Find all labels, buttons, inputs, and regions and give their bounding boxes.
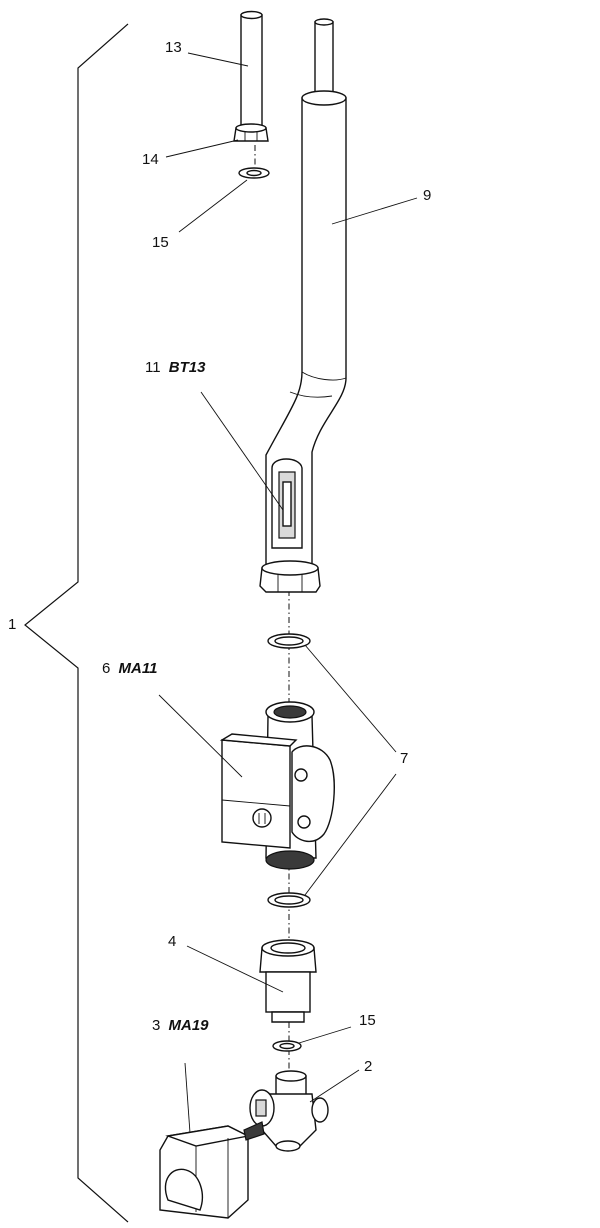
callout-2: 2 bbox=[364, 1058, 372, 1075]
sensor-part bbox=[271, 458, 303, 549]
pump-part bbox=[219, 701, 335, 870]
actuator-code: MA19 bbox=[169, 1017, 210, 1034]
callout-6: 6 MA11 bbox=[102, 660, 157, 677]
leader-line-4 bbox=[186, 945, 284, 993]
pump-number: 6 bbox=[102, 660, 110, 677]
gasket-upper-part bbox=[267, 633, 311, 649]
callout-9: 9 bbox=[423, 187, 431, 204]
leader-line-11 bbox=[200, 391, 284, 511]
leader-line-2 bbox=[309, 1069, 360, 1103]
inner-pipe-part bbox=[240, 10, 263, 128]
leader-line-9 bbox=[331, 197, 418, 225]
gasket-lower-part bbox=[267, 892, 311, 908]
sensor-code: BT13 bbox=[169, 359, 206, 376]
leader-line-6 bbox=[158, 694, 243, 778]
callout-1: 1 bbox=[8, 616, 16, 633]
leader-line-15-bottom bbox=[298, 1026, 352, 1044]
leader-line-15-top bbox=[178, 179, 248, 233]
washer-top-part bbox=[238, 167, 270, 179]
check-valve-part bbox=[259, 939, 317, 1023]
washer-bottom-part bbox=[272, 1040, 302, 1052]
pipe-union-nut bbox=[259, 560, 321, 593]
nut-part bbox=[233, 123, 269, 142]
leader-line-14 bbox=[165, 139, 239, 158]
callout-7: 7 bbox=[400, 750, 408, 767]
leader-line-7-upper bbox=[304, 644, 397, 753]
callout-3: 3 MA19 bbox=[152, 1017, 209, 1034]
callout-15-bottom: 15 bbox=[359, 1012, 376, 1029]
actuator-number: 3 bbox=[152, 1017, 160, 1034]
callout-15-top: 15 bbox=[152, 234, 169, 251]
leader-line-3 bbox=[184, 1062, 191, 1134]
pump-code: MA11 bbox=[119, 660, 158, 677]
leader-line-7-lower bbox=[304, 773, 397, 896]
callout-4: 4 bbox=[168, 933, 176, 950]
callout-13: 13 bbox=[165, 39, 182, 56]
callout-14: 14 bbox=[142, 151, 159, 168]
assembly-brace bbox=[24, 23, 129, 1223]
sensor-number: 11 bbox=[145, 359, 161, 376]
leader-line-13 bbox=[187, 52, 249, 67]
actuator-part bbox=[159, 1121, 265, 1219]
callout-11: 11 BT13 bbox=[145, 359, 206, 376]
valve-part bbox=[249, 1070, 329, 1152]
